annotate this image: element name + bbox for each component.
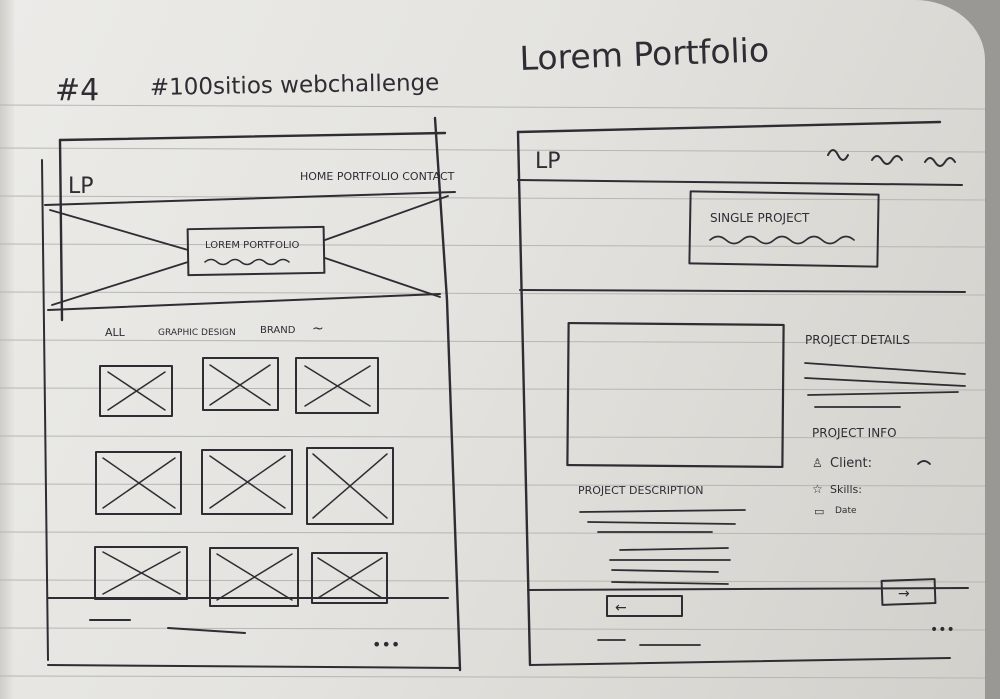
next-arrow: → [898,586,910,602]
home-thumb [311,552,388,604]
binding-edge [0,0,14,699]
project-logo: LP [535,149,561,174]
project-info-date: Date [835,506,857,516]
home-thumb [209,547,299,607]
prev-arrow: ← [615,600,627,616]
project-details-heading: PROJECT DETAILS [805,333,910,347]
project-hero-label: SINGLE PROJECT [710,211,810,225]
calendar-icon: ▭ [814,505,824,518]
home-filter-brand: BRAND [260,325,296,336]
sketch-title: Lorem Portfolio [519,30,770,78]
ruled-lines [0,104,986,679]
sketch-challenge-tag: #100sitios webchallenge [150,70,440,101]
home-thumb [306,447,394,525]
home-footer-dots: ••• [372,635,400,654]
home-wireframe: LP HOME PORTFOLIO CONTACT LOREM PORTFOLI… [41,116,462,672]
home-thumb [295,357,379,414]
sketch-number: #4 [55,73,99,108]
home-filter-more: ~ [312,321,324,337]
home-filter-graphic: GRAPHIC DESIGN [158,328,236,338]
home-thumb [202,357,279,411]
star-icon: ☆ [812,482,823,496]
project-footer-dots: ••• [930,622,955,638]
home-thumb [99,365,173,417]
project-info-client: Client: [830,456,872,471]
home-thumb [95,451,182,515]
home-nav: HOME PORTFOLIO CONTACT [300,170,455,183]
person-icon: ♙ [812,456,823,470]
home-thumb [201,449,293,515]
home-logo: LP [68,174,94,199]
project-info-skills: Skills: [830,483,862,496]
project-wireframe: LP SINGLE PROJECT PROJECT DETAILS PROJEC… [516,120,969,667]
home-hero-label: LOREM PORTFOLIO [205,240,300,251]
project-info-heading: PROJECT INFO [812,426,897,440]
home-thumb [94,546,188,600]
home-filter-all: ALL [105,326,126,339]
project-description-heading: PROJECT DESCRIPTION [578,484,703,497]
